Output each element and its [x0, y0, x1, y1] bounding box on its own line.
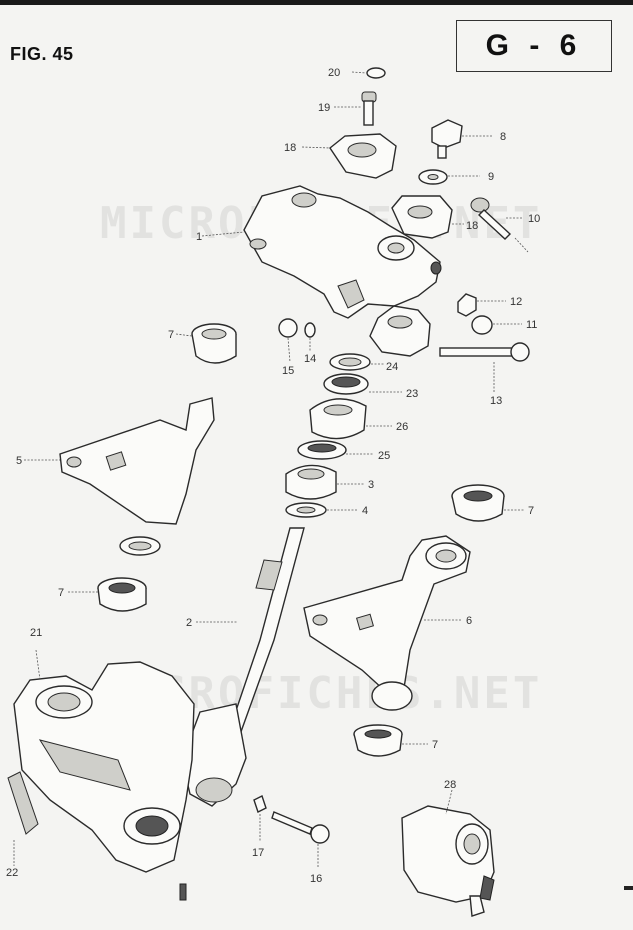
callout-16: 16 [310, 873, 322, 885]
part-24-bearing-race [329, 353, 384, 371]
part-10-bolt [470, 197, 529, 253]
callout-5: 5 [16, 455, 22, 467]
callout-25: 25 [378, 450, 390, 462]
part-18-handlebar-clamp-left [301, 133, 397, 179]
top-border [0, 0, 633, 5]
callout-7-lower-left: 7 [58, 587, 64, 599]
part-17-washer [253, 795, 267, 842]
callout-15: 15 [282, 365, 294, 377]
callout-9: 9 [488, 171, 494, 183]
callout-21: 21 [30, 627, 42, 639]
callout-7-upper-left: 7 [168, 329, 174, 341]
part-21-lower-bracket [13, 649, 195, 873]
callout-12: 12 [510, 296, 522, 308]
callout-1: 1 [196, 231, 202, 243]
part-28-steering-lock [401, 789, 495, 917]
part-2-steering-stem [181, 527, 305, 807]
part-8-cap-bolt [431, 119, 492, 159]
callout-26: 26 [396, 421, 408, 433]
callout-18-right: 18 [466, 220, 478, 232]
callout-10: 10 [528, 213, 540, 225]
part-25-bearing-race [297, 440, 374, 460]
figure-label: FIG. 45 [10, 44, 74, 64]
part-7-grommet-lower-left [68, 577, 147, 612]
part-4-washer [285, 502, 358, 518]
figure-code-box: G - 6 [456, 20, 612, 72]
callout-13: 13 [490, 395, 502, 407]
callout-11: 11 [526, 319, 537, 331]
part-7-grommet-upper-left [175, 323, 237, 364]
figure-code: G - 6 [485, 29, 583, 62]
callout-2: 2 [186, 617, 192, 629]
part-1-upper-bracket [201, 185, 442, 319]
callout-6: 6 [466, 615, 472, 627]
edge-mark [624, 886, 633, 890]
part-3-bearing [285, 464, 364, 500]
part-26-dust-seal [309, 398, 392, 440]
callout-8: 8 [500, 131, 506, 143]
part-5-headlight-bracket-left [24, 397, 215, 525]
callout-17: 17 [252, 847, 264, 859]
part-23-bearing [323, 373, 402, 395]
part-9-washer [418, 169, 480, 185]
part-7-grommet-left [119, 536, 161, 556]
callout-7-right: 7 [528, 505, 534, 517]
part-20-screw [351, 67, 386, 79]
part-15-nut [278, 318, 298, 363]
callout-28: 28 [444, 779, 456, 791]
callout-22: 22 [6, 867, 18, 879]
part-18-handlebar-clamp-right [391, 195, 464, 239]
part-19-bolt [334, 91, 377, 126]
part-12-nut [457, 293, 506, 317]
callout-19: 19 [318, 102, 330, 114]
part-small-screw-bottom [179, 883, 187, 901]
part-13-bolt [439, 342, 530, 392]
part-6-headlight-bracket-right [303, 535, 471, 711]
part-stem-head-clamp [369, 305, 431, 357]
callout-7-bottom-right: 7 [432, 739, 438, 751]
callout-23: 23 [406, 388, 418, 400]
part-22-emblem-plate [7, 771, 39, 866]
part-14-washer [304, 322, 316, 352]
callout-3: 3 [368, 479, 374, 491]
part-11-cap-nut [471, 315, 522, 335]
part-7-grommet-right [451, 484, 524, 522]
callout-4: 4 [362, 505, 368, 517]
callout-18-left: 18 [284, 142, 296, 154]
part-7-grommet-bottom-right [353, 724, 428, 757]
part-16-bolt [271, 811, 330, 868]
callout-14: 14 [304, 353, 316, 365]
callout-20: 20 [328, 67, 340, 79]
callout-24: 24 [386, 361, 398, 373]
